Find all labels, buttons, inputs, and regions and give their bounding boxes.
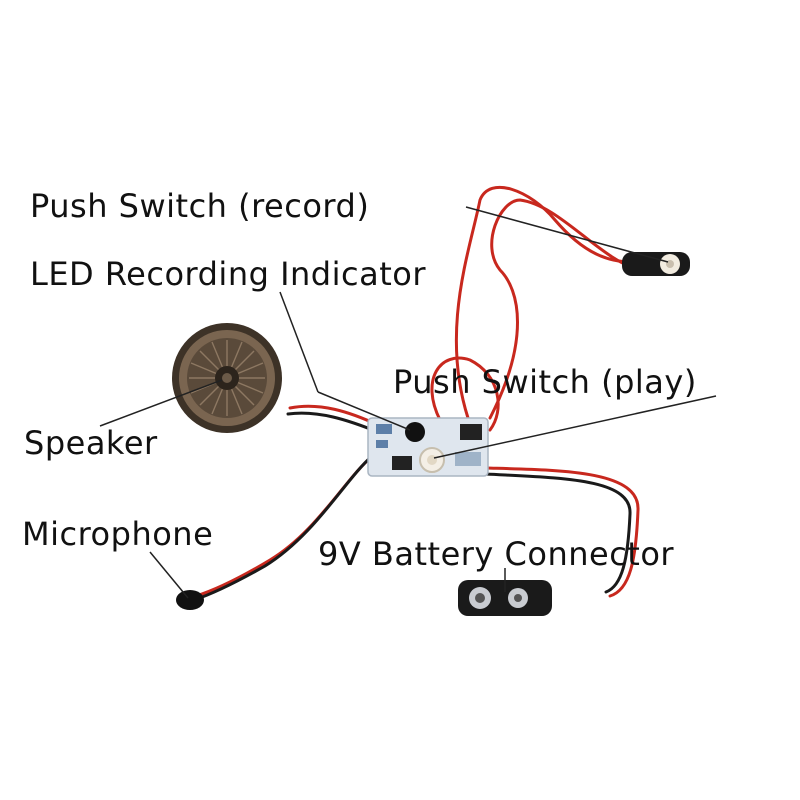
speaker-wire-red	[288, 404, 380, 427]
speaker-wire-black	[286, 411, 380, 434]
leader-speaker	[99, 379, 223, 427]
label-9v-battery-connector: 9V Battery Connector	[318, 535, 675, 573]
microphone-wire-black	[192, 454, 374, 602]
speaker	[172, 323, 282, 433]
leader-record	[465, 206, 669, 263]
leader-led-2	[317, 391, 411, 431]
microphone	[176, 590, 204, 610]
label-push-switch-record: Push Switch (record)	[30, 187, 370, 225]
battery-wire-black	[484, 472, 632, 594]
wires	[192, 185, 642, 602]
record-switch-wire-red	[454, 185, 634, 420]
record-switch-wire-red-2	[488, 198, 642, 420]
label-push-switch-play: Push Switch (play)	[393, 363, 697, 401]
label-led-recording-indicator: LED Recording Indicator	[30, 255, 426, 293]
leader-lines	[99, 206, 717, 599]
record-push-switch	[622, 252, 690, 276]
circuit-board	[367, 417, 489, 477]
battery-wire-red	[484, 466, 640, 598]
label-microphone: Microphone	[22, 515, 214, 553]
battery-connector	[458, 580, 552, 616]
microphone-wire-red	[194, 450, 380, 598]
label-speaker: Speaker	[24, 424, 158, 462]
leader-microphone	[149, 551, 189, 599]
leader-led	[279, 291, 319, 393]
leader-play	[433, 395, 717, 459]
play-switch-wire	[430, 356, 500, 432]
